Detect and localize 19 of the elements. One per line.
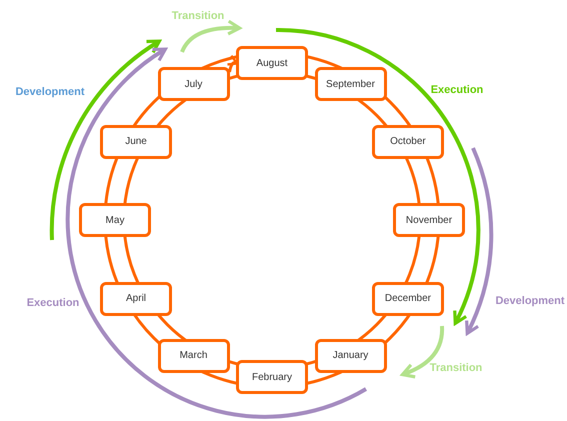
phase-label: Transition <box>430 362 482 374</box>
month-box: March <box>158 338 230 373</box>
month-box: May <box>79 203 151 237</box>
month-box: June <box>100 124 172 158</box>
month-box: November <box>393 203 465 237</box>
month-box: July <box>158 67 230 102</box>
month-box: January <box>314 338 386 373</box>
month-box: August <box>236 46 308 80</box>
arrow <box>226 54 238 72</box>
phase-label: Transition <box>172 10 224 22</box>
month-box: April <box>100 282 172 316</box>
phase-label: Development <box>15 86 85 98</box>
phase-label: Execution <box>26 297 80 309</box>
month-box: December <box>372 282 444 316</box>
month-box: September <box>314 67 386 102</box>
phase-label: Execution <box>430 84 484 96</box>
month-box: February <box>236 360 308 394</box>
month-box: October <box>372 124 444 158</box>
phase-label: Development <box>495 295 565 307</box>
